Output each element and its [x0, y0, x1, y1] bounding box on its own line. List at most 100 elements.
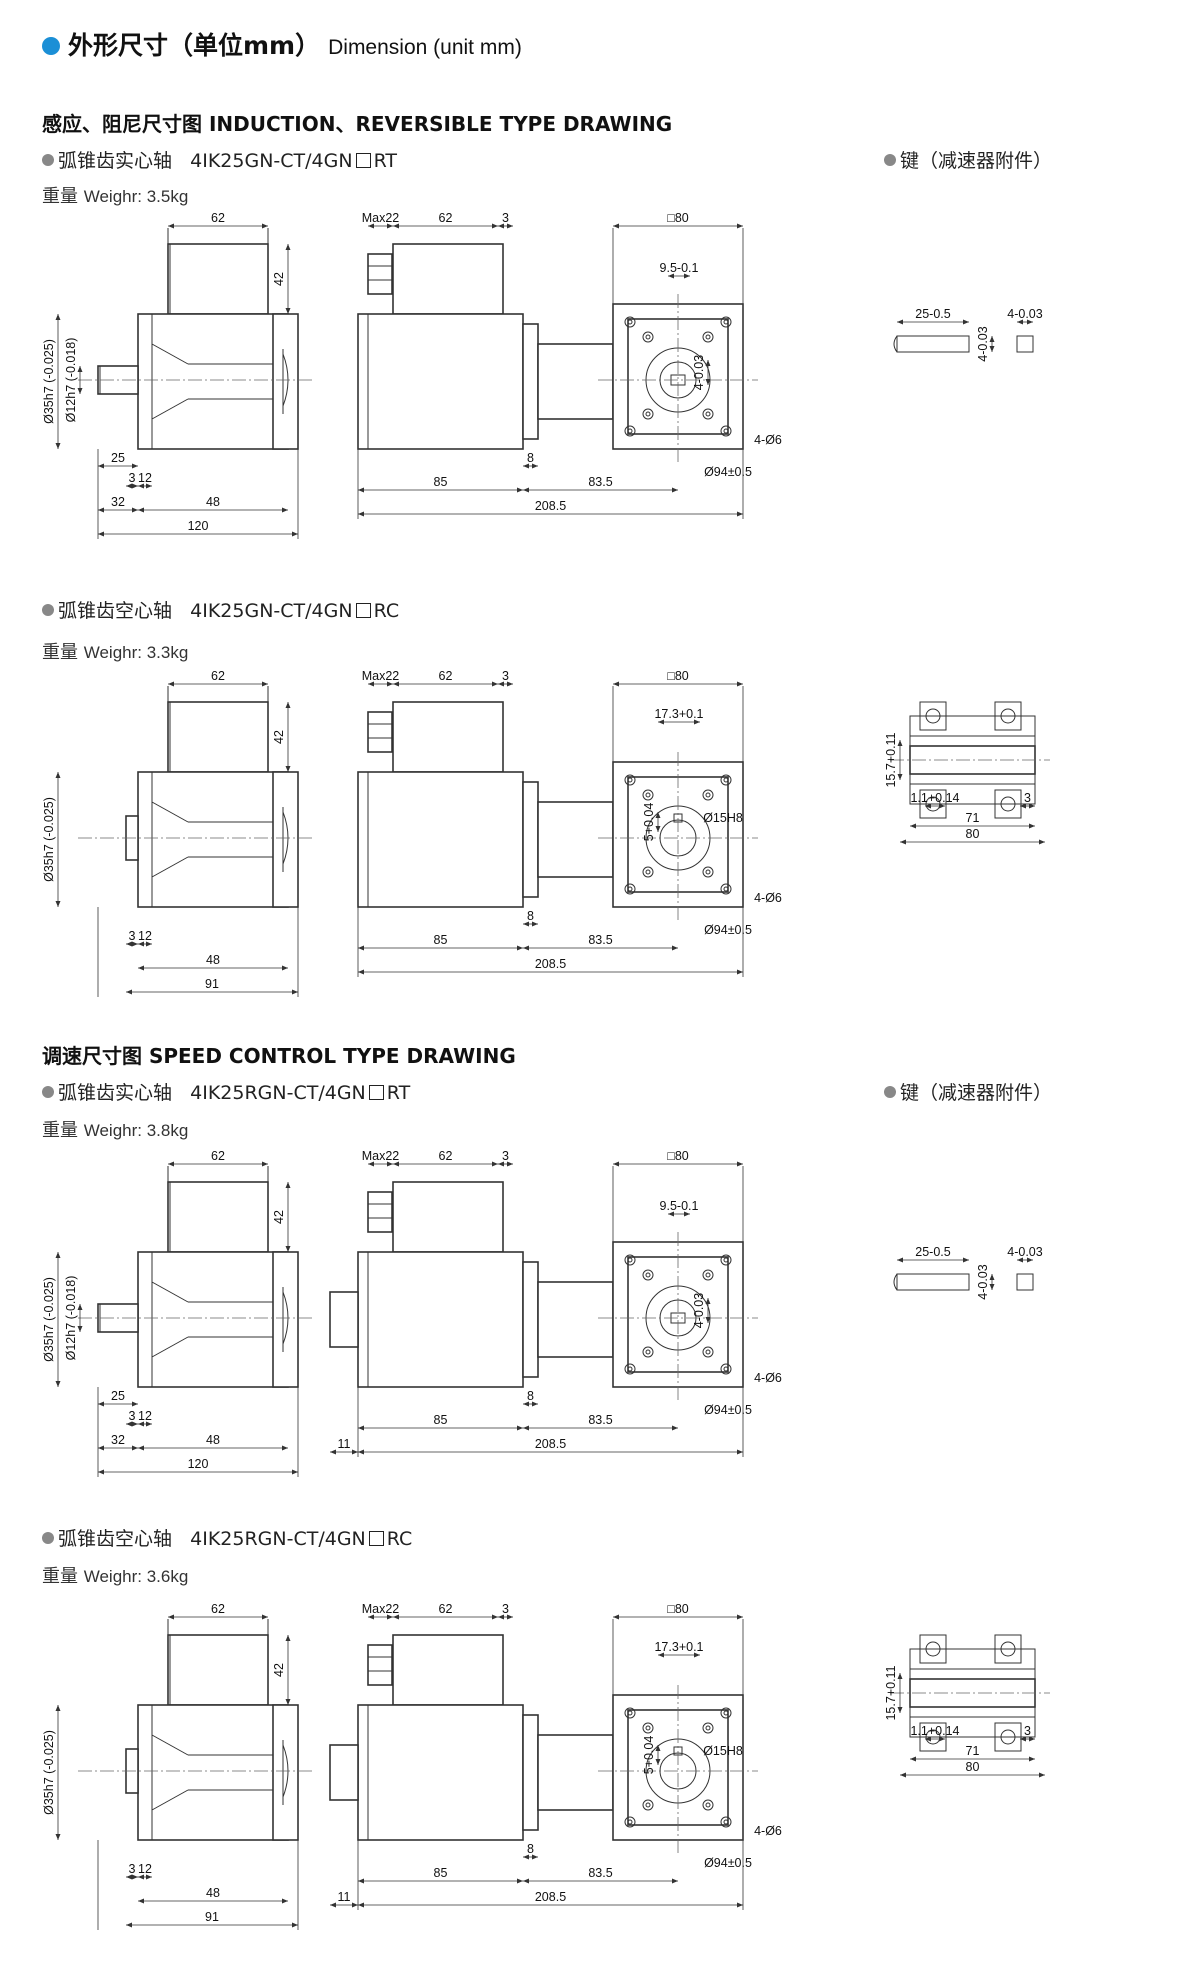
outline-circle	[642, 866, 654, 878]
dimension-label: 3	[129, 471, 136, 485]
dimension-label: 25	[111, 1389, 125, 1403]
dimension-label: □80	[667, 211, 689, 225]
outline-circle	[645, 792, 651, 798]
dimension-arrow	[368, 1614, 393, 1620]
outline-circle	[645, 869, 651, 875]
outline-circle	[702, 1269, 714, 1281]
outline-rect	[167, 1634, 269, 1706]
outline-rect	[272, 771, 299, 908]
outline-rect	[392, 701, 504, 773]
dimension-label: 62	[211, 1149, 225, 1163]
outline-rect	[522, 1261, 539, 1378]
dimension-label: 4-Ø6	[754, 433, 782, 447]
variant-bullet-icon	[42, 1532, 54, 1544]
outline-circle	[624, 1707, 636, 1719]
outline-rect	[137, 1251, 289, 1388]
outline-circle	[705, 334, 711, 340]
dimension-arrow	[138, 941, 152, 947]
dimension-label: 208.5	[535, 957, 566, 971]
variant-type: 弧锥齿实心轴	[58, 150, 173, 172]
dimension-arrow	[1020, 1736, 1035, 1742]
dimension-label: 42	[272, 272, 286, 286]
dimension-label: 80	[966, 827, 980, 841]
dimension-label: 62	[439, 1602, 453, 1616]
weight-label: 重量 Weighr: 3.6kg	[42, 1562, 188, 1588]
outline-rect	[329, 1744, 359, 1801]
outline-rect	[994, 1722, 1022, 1752]
dimension-arrow	[126, 1874, 138, 1880]
outline-rect	[167, 1181, 269, 1253]
dimension-label: 5+0.04	[642, 803, 656, 842]
dimension-label: 48	[206, 1886, 220, 1900]
dimension-label: 8	[527, 909, 534, 923]
dimension-label: 48	[206, 953, 220, 967]
outline-circle	[705, 792, 711, 798]
outline-circle	[642, 408, 654, 420]
outline-circle	[702, 1722, 714, 1734]
dimension-label: Ø35h7 (-0.025)	[42, 339, 56, 424]
outline-circle	[723, 777, 729, 783]
variant-model-suffix: RT	[373, 150, 397, 172]
weight-cn: 重量	[42, 186, 78, 207]
dimension-arrow	[705, 360, 711, 385]
outline-circle	[627, 777, 633, 783]
outline-circle	[705, 1725, 711, 1731]
outline-circle	[624, 1816, 636, 1828]
outline-rect	[919, 789, 947, 819]
dimension-label: Ø94±0.5	[704, 923, 752, 937]
outline-rect	[537, 1734, 614, 1811]
dimension-label: Max22	[362, 669, 400, 683]
dimension-label: 4-0.03	[692, 355, 706, 390]
dimension-label: Ø12h7 (-0.018)	[64, 1276, 78, 1361]
key-accessory-view: 25-0.54-0.034-0.03	[893, 307, 1043, 362]
dimension-label: 48	[206, 1433, 220, 1447]
dimension-label: 91	[205, 1910, 219, 1924]
dimension-label: 83.5	[588, 475, 612, 489]
outline-circle	[720, 883, 732, 895]
outline-circle	[627, 1710, 633, 1716]
dimension-label: 25	[111, 451, 125, 465]
dimension-label: 4-0.03	[976, 326, 990, 361]
dimension-label: 83.5	[588, 1413, 612, 1427]
outline-rect	[357, 1704, 524, 1841]
dimension-label: 3	[1024, 1724, 1031, 1738]
weight-label: 重量 Weighr: 3.5kg	[42, 182, 188, 208]
outline-circle	[705, 1349, 711, 1355]
outline-line	[151, 856, 189, 878]
outline-circle	[705, 1272, 711, 1278]
dimension-arrow	[1017, 1257, 1033, 1263]
outline-rect	[994, 701, 1022, 731]
dimension-label: 62	[439, 211, 453, 225]
dimension-arrow	[77, 366, 83, 394]
section-title-speed-control: 调速尺寸图 SPEED CONTROL TYPE DRAWING	[42, 1044, 516, 1068]
outline-rect	[272, 1704, 299, 1841]
dimension-arrow	[498, 1614, 513, 1620]
dimension-label: 208.5	[535, 499, 566, 513]
outline-rect	[272, 313, 299, 450]
outline-circle	[705, 869, 711, 875]
variant-model-suffix: RC	[373, 600, 400, 622]
outline-rect	[537, 801, 614, 878]
outline-circle	[720, 316, 732, 328]
accessory-text: 键（减速器附件）	[900, 150, 1053, 172]
dimension-label: 9.5-0.1	[660, 1199, 699, 1213]
variant-type: 弧锥齿空心轴	[58, 1528, 173, 1550]
dimension-arrow	[138, 1874, 152, 1880]
square-icon	[368, 1531, 384, 1546]
dimension-label: 32	[111, 1433, 125, 1447]
dimension-label: 5+0.04	[642, 1736, 656, 1775]
variant-model-suffix: RC	[386, 1528, 413, 1550]
dimension-label: 42	[272, 1663, 286, 1677]
dimension-label: 8	[527, 451, 534, 465]
dimension-label: 4-Ø6	[754, 891, 782, 905]
dimension-label: 3	[129, 1862, 136, 1876]
outline-circle	[720, 425, 732, 437]
outline-rect	[1016, 335, 1034, 353]
outline-rect	[392, 243, 504, 315]
dimension-label: Ø94±0.5	[704, 1403, 752, 1417]
outline-rect	[522, 781, 539, 898]
square-icon	[368, 1085, 384, 1100]
dimension-arrow	[925, 803, 945, 809]
